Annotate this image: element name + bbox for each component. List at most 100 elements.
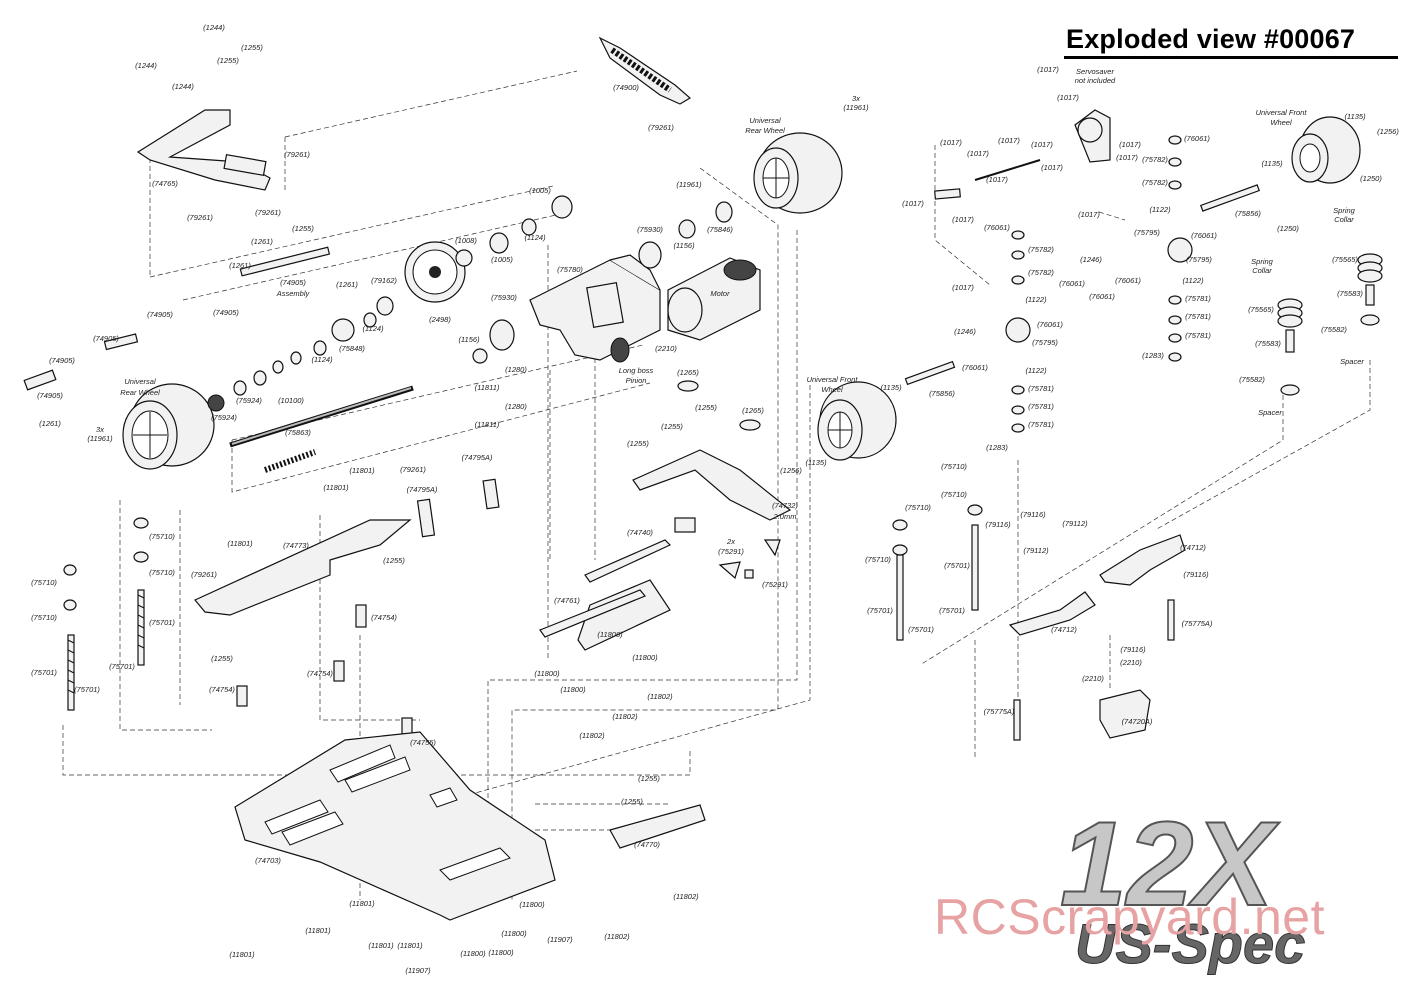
- rear-ride-height-posts: [63, 517, 149, 711]
- part-label: (76061): [962, 363, 988, 372]
- part-label: (75775A): [984, 707, 1015, 716]
- part-label: (1008): [455, 236, 477, 245]
- rear-shock: [598, 36, 692, 105]
- part-label: (74754): [209, 685, 235, 694]
- part-label: (11802): [604, 932, 630, 941]
- part-label: (11802): [612, 712, 638, 721]
- part-label: (1265): [742, 406, 764, 415]
- part-label: (2210): [1082, 674, 1104, 683]
- part-label: (75775A): [1182, 619, 1213, 628]
- front-wheel-right: [1200, 116, 1361, 212]
- part-label: Universal: [124, 377, 156, 386]
- part-label: (76061): [1089, 292, 1115, 301]
- part-label: not included: [1075, 76, 1116, 85]
- part-label: (75781): [1185, 294, 1211, 303]
- part-label: (76061): [1059, 279, 1085, 288]
- part-label: (1017): [952, 283, 974, 292]
- part-label: (10100): [278, 396, 304, 405]
- part-label: (74795A): [407, 485, 438, 494]
- part-label: Pinion: [626, 376, 647, 385]
- part-label: (1017): [1116, 153, 1138, 162]
- part-label: (11802): [579, 731, 605, 740]
- part-label: (1244): [203, 23, 225, 32]
- part-label: (74755): [410, 738, 436, 747]
- part-label: (1261): [229, 261, 251, 270]
- part-label: (11907): [405, 966, 431, 975]
- part-label: Collar: [1252, 266, 1272, 275]
- part-label: (75782): [1142, 155, 1168, 164]
- part-label: (1244): [135, 61, 157, 70]
- part-label: (1250): [1360, 174, 1382, 183]
- part-label: (74773): [283, 541, 309, 550]
- part-label: (1256): [780, 466, 802, 475]
- part-label: (74703): [255, 856, 281, 865]
- part-label: (1017): [967, 149, 989, 158]
- part-label: (11801): [323, 483, 349, 492]
- part-label: Servosaver: [1076, 67, 1114, 76]
- part-label: (74905): [213, 308, 239, 317]
- part-label: Long boss: [619, 366, 654, 375]
- part-label: (74905): [147, 310, 173, 319]
- front-lower-arms: [1008, 534, 1186, 741]
- center-plate-top: [632, 380, 792, 521]
- part-label: (75701): [867, 606, 893, 615]
- part-label: (1017): [1031, 140, 1053, 149]
- part-number-labels: (1244) (1255) (1255) (1244) (1244) (79261) (74…: [31, 23, 1399, 975]
- part-label: (1122): [1182, 276, 1204, 285]
- part-label: (75582): [1321, 325, 1347, 334]
- part-label: (75781): [1028, 420, 1054, 429]
- front-kingpin-stacks: [1005, 135, 1193, 433]
- motor-pod: [529, 254, 661, 361]
- part-label: (1124): [524, 233, 546, 242]
- part-label: Universal Front: [807, 375, 859, 384]
- part-label: (1255): [241, 43, 263, 52]
- part-label: (75710): [149, 568, 175, 577]
- rear-hinge-brace: [136, 109, 271, 191]
- part-label: (1124): [362, 324, 384, 333]
- part-label: (76061): [1037, 320, 1063, 329]
- part-label: (11801): [368, 941, 394, 950]
- part-label: (75848): [339, 344, 365, 353]
- part-label: (75781): [1185, 331, 1211, 340]
- battery-braces: [539, 517, 781, 651]
- watermark: RCScrapyard.net: [934, 889, 1325, 945]
- part-label: (75782): [1028, 268, 1054, 277]
- part-label: (75701): [149, 618, 175, 627]
- part-label: (11961): [87, 434, 113, 443]
- part-label: (75701): [74, 685, 100, 694]
- part-label: (74795A): [462, 453, 493, 462]
- part-label: (1244): [172, 82, 194, 91]
- part-label: (11801): [397, 941, 423, 950]
- part-label: (75782): [1028, 245, 1054, 254]
- front-brace-plate: [609, 804, 706, 849]
- part-label: (1122): [1025, 366, 1047, 375]
- part-label: (11801): [229, 950, 255, 959]
- part-label: (1005): [491, 255, 513, 264]
- part-label: (79261): [255, 208, 281, 217]
- part-label: (1255): [638, 774, 660, 783]
- part-label: (1280): [505, 402, 527, 411]
- part-label: Collar: [1334, 215, 1354, 224]
- part-label: Universal: [749, 116, 781, 125]
- part-label: (75710): [941, 462, 967, 471]
- part-label: (11907): [547, 935, 573, 944]
- part-label: (75701): [908, 625, 934, 634]
- motor: [667, 257, 761, 341]
- washer-stack-rear: [207, 195, 573, 412]
- part-label: (75710): [149, 532, 175, 541]
- part-label: (1017): [952, 215, 974, 224]
- part-label: (75291): [718, 547, 744, 556]
- part-label: (1246): [954, 327, 976, 336]
- part-label: (75701): [939, 606, 965, 615]
- part-label: (79261): [648, 123, 674, 132]
- part-label: (1265): [677, 368, 699, 377]
- part-label: (75863): [285, 428, 311, 437]
- main-chassis-plate: [234, 731, 556, 921]
- part-label: (76061): [1191, 231, 1217, 240]
- part-label: (1255): [211, 654, 233, 663]
- part-label: (75701): [31, 668, 57, 677]
- part-label: (11800): [460, 949, 486, 958]
- part-label: (1246): [1080, 255, 1102, 264]
- part-label: (1017): [1119, 140, 1141, 149]
- part-label: (75930): [637, 225, 663, 234]
